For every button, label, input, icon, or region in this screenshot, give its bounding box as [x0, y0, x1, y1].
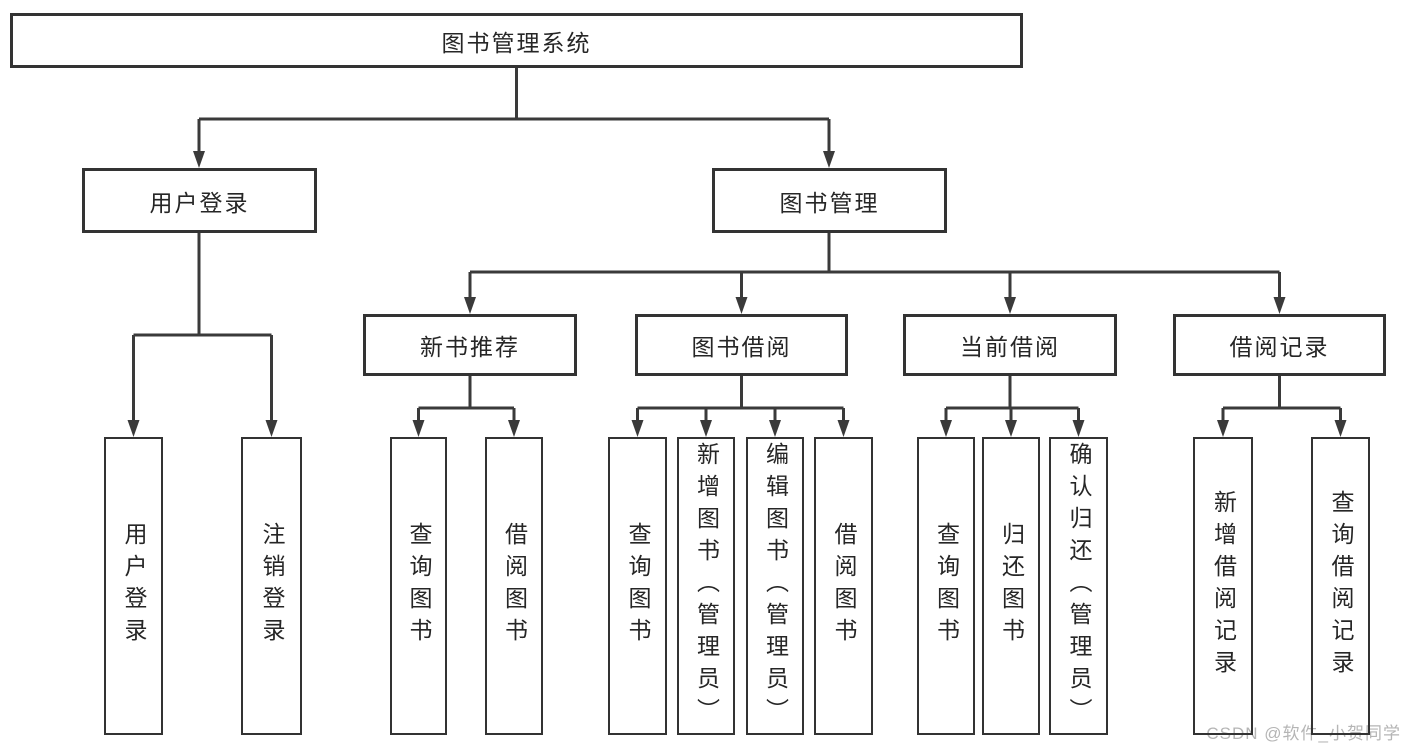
leaf-logout: 注销登录 — [241, 437, 302, 735]
leaf-nbr-borrow-books-label: 借阅图书 — [501, 522, 528, 650]
node-book-borrow-label: 图书借阅 — [691, 334, 792, 360]
leaf-nbr-query-books: 查询图书 — [390, 437, 447, 735]
leaf-bb-edit-book-admin: 编辑图书（管理员） — [746, 437, 804, 735]
node-new-book-recommend: 新书推荐 — [363, 314, 577, 376]
watermark: CSDN @软件_小贺同学 — [1206, 724, 1401, 743]
node-current-borrow: 当前借阅 — [903, 314, 1117, 376]
leaf-bb-query-books-label: 查询图书 — [625, 522, 651, 650]
leaf-br-add-record: 新增借阅记录 — [1193, 437, 1253, 735]
leaf-bb-borrow-books: 借阅图书 — [814, 437, 873, 735]
node-user-login: 用户登录 — [82, 168, 317, 233]
leaf-br-query-record-label: 查询借阅记录 — [1328, 490, 1354, 682]
node-current-borrow-label: 当前借阅 — [960, 334, 1060, 360]
leaf-br-query-record: 查询借阅记录 — [1311, 437, 1370, 735]
leaf-bb-borrow-books-label: 借阅图书 — [831, 522, 857, 650]
node-user-login-label: 用户登录 — [149, 189, 250, 216]
node-root-label: 图书管理系统 — [441, 29, 592, 56]
leaf-nbr-borrow-books: 借阅图书 — [485, 437, 543, 735]
leaf-user-login: 用户登录 — [104, 437, 163, 735]
leaf-cb-return-books-label: 归还图书 — [998, 522, 1025, 650]
leaf-cb-query-books: 查询图书 — [917, 437, 975, 735]
leaf-cb-confirm-return-admin-label: 确认归还（管理员） — [1066, 442, 1092, 730]
leaf-cb-query-books-label: 查询图书 — [933, 522, 960, 650]
leaf-user-login-label: 用户登录 — [121, 522, 147, 650]
leaf-cb-confirm-return-admin: 确认归还（管理员） — [1049, 437, 1108, 735]
node-book-management: 图书管理 — [712, 168, 947, 233]
leaf-nbr-query-books-label: 查询图书 — [406, 522, 432, 650]
leaf-bb-add-book-admin: 新增图书（管理员） — [677, 437, 735, 735]
leaf-bb-edit-book-admin-label: 编辑图书（管理员） — [762, 442, 789, 730]
node-root: 图书管理系统 — [10, 13, 1023, 68]
node-book-borrow: 图书借阅 — [635, 314, 848, 376]
leaf-bb-add-book-admin-label: 新增图书（管理员） — [693, 442, 720, 730]
arrowheads — [127, 151, 1347, 437]
leaf-logout-label: 注销登录 — [259, 522, 285, 650]
node-borrow-records: 借阅记录 — [1173, 314, 1386, 376]
node-new-book-recommend-label: 新书推荐 — [420, 334, 520, 360]
node-book-management-label: 图书管理 — [779, 189, 880, 216]
leaf-bb-query-books: 查询图书 — [608, 437, 667, 735]
leaf-cb-return-books: 归还图书 — [982, 437, 1040, 735]
leaf-br-add-record-label: 新增借阅记录 — [1210, 490, 1237, 682]
node-borrow-records-label: 借阅记录 — [1229, 334, 1330, 360]
